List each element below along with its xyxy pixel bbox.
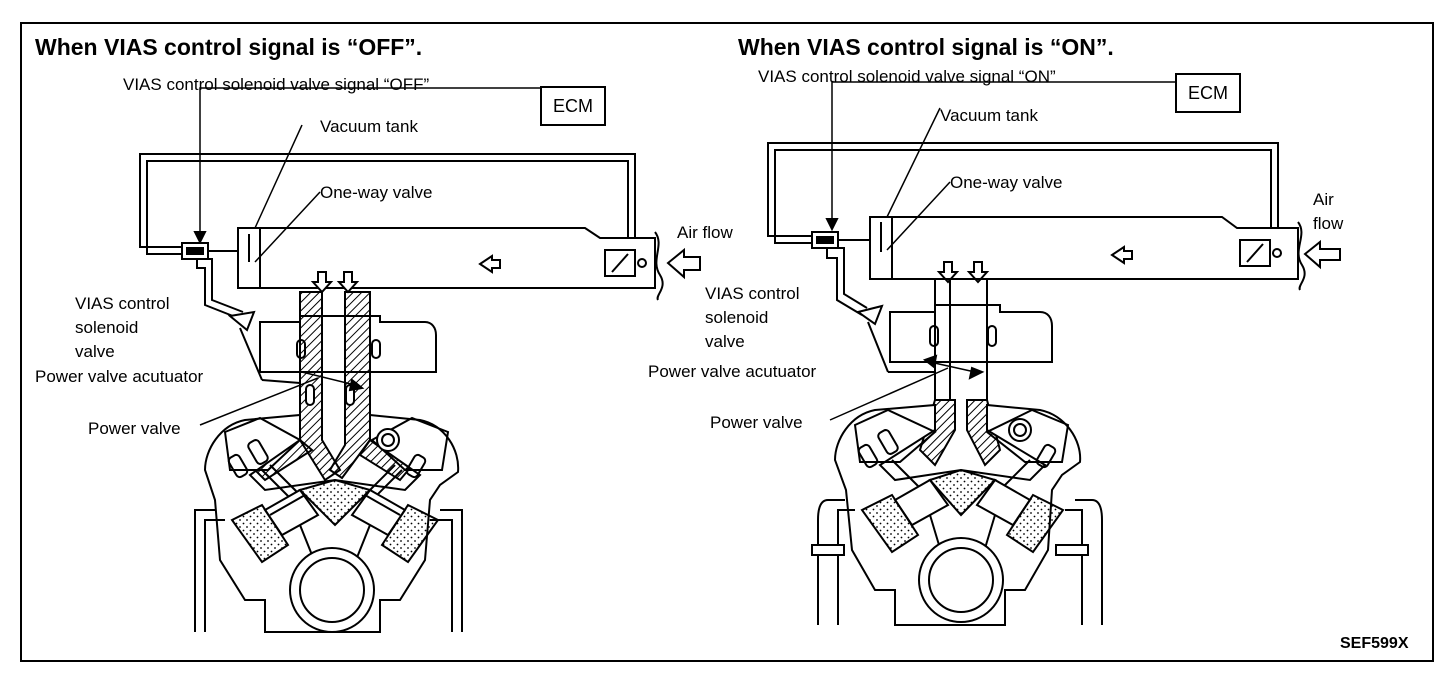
- left-ecm-box: ECM: [540, 86, 606, 126]
- left-solenoid-line-2: solenoid: [75, 318, 139, 337]
- figure-code: SEF599X: [1340, 635, 1409, 652]
- right-plenum: [889, 304, 1053, 363]
- right-power-valve-label: Power valve: [710, 413, 803, 432]
- left-power-valve-actuator: [227, 310, 256, 332]
- right-vacuum-loop: [767, 142, 1279, 237]
- right-power-valve-actuator-label: Power valve acutuator: [648, 362, 817, 381]
- right-solenoid-line-1: VIAS control: [705, 284, 800, 303]
- right-air-flow-line-2: flow: [1313, 214, 1344, 233]
- left-panel-title: When VIAS control signal is “OFF”.: [35, 34, 423, 60]
- left-solenoid-line-1: VIAS control: [75, 294, 170, 313]
- left-power-valve-actuator-label: Power valve acutuator: [35, 367, 204, 386]
- figure-frame: [20, 22, 1434, 662]
- right-solenoid-line-2: solenoid: [705, 308, 769, 327]
- right-air-flow-line-1: Air: [1313, 190, 1334, 209]
- right-panel-title: When VIAS control signal is “ON”.: [738, 34, 1114, 60]
- left-intake-collector: [259, 227, 656, 289]
- right-intake-collector: [891, 216, 1299, 280]
- left-engine-block: [203, 413, 460, 633]
- right-crankshaft: [918, 537, 1004, 623]
- left-solenoid-valve-label: VIAS control solenoid valve: [75, 292, 170, 364]
- right-one-way-valve-label: One-way valve: [950, 173, 1063, 192]
- left-solenoid-line-3: valve: [75, 342, 115, 361]
- right-signal-line: [831, 81, 1175, 225]
- right-solenoid-line-3: valve: [705, 332, 745, 351]
- right-solenoid-valve-label: VIAS control solenoid valve: [705, 282, 800, 354]
- right-power-valve-actuator: [855, 304, 884, 326]
- right-schematic: [767, 81, 1341, 626]
- left-crankshaft: [289, 547, 375, 633]
- left-power-valve: [305, 384, 315, 406]
- left-vacuum-tank-label: Vacuum tank: [320, 117, 418, 136]
- right-power-valve: [929, 361, 976, 373]
- right-air-flow-meter: [1239, 239, 1271, 267]
- left-signal-label: VIAS control solenoid valve signal “OFF”: [123, 75, 430, 94]
- right-air-flow-arrow: [1303, 239, 1341, 270]
- left-signal-line: [199, 87, 540, 238]
- left-one-way-valve-label: One-way valve: [320, 183, 433, 202]
- right-air-flow-label: Air flow: [1313, 188, 1343, 236]
- right-ecm-box: ECM: [1175, 73, 1241, 113]
- right-engine-block: [833, 403, 1082, 626]
- right-signal-label: VIAS control solenoid valve signal “ON”: [758, 67, 1056, 86]
- left-power-valve-label: Power valve: [88, 419, 181, 438]
- left-schematic: [139, 87, 701, 633]
- left-air-flow-label: Air flow: [677, 223, 733, 242]
- left-air-flow-arrow: [666, 247, 701, 280]
- right-vacuum-tank-label: Vacuum tank: [940, 106, 1038, 125]
- left-vacuum-loop: [139, 153, 636, 248]
